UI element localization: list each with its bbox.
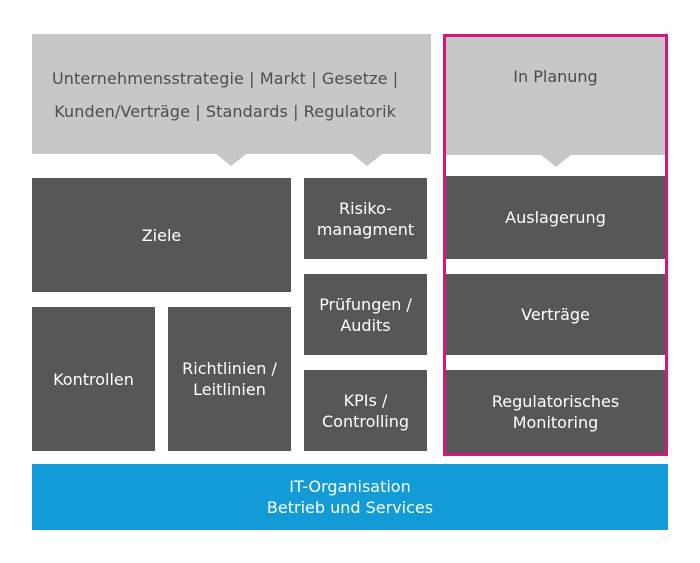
block-richtlinien-label: Richtlinien / Leitlinien	[182, 359, 277, 399]
block-kontrollen-label: Kontrollen	[53, 369, 134, 389]
block-kpis: KPIs / Controlling	[304, 370, 427, 451]
planning-item-auslagerung-label: Auslagerung	[505, 208, 606, 227]
block-ziele: Ziele	[32, 178, 291, 292]
block-richtlinien: Richtlinien / Leitlinien	[168, 307, 291, 451]
context-header-text: Unternehmensstrategie | Markt | Gesetze …	[52, 69, 399, 121]
it-organisation-line1: IT-Organisation	[289, 477, 411, 496]
it-organisation-line2: Betrieb und Services	[266, 498, 434, 517]
block-risikomanagement-label: Risiko- managment	[316, 198, 415, 239]
block-ziele-label: Ziele	[141, 225, 182, 245]
planning-item-auslagerung: Auslagerung	[446, 176, 665, 259]
planning-item-vertraege-label: Verträge	[521, 305, 590, 324]
planning-title: In Planung	[513, 67, 598, 86]
block-risikomanagement: Risiko- managment	[304, 178, 427, 259]
planning-item-vertraege: Verträge	[446, 274, 665, 355]
block-pruefungen: Prüfungen / Audits	[304, 274, 427, 355]
header-notch-left	[216, 154, 246, 166]
context-header-box: Unternehmensstrategie | Markt | Gesetze …	[32, 34, 431, 154]
block-kpis-label: KPIs / Controlling	[321, 390, 410, 431]
block-pruefungen-label: Prüfungen / Audits	[319, 294, 412, 335]
planning-header-box: In Planung	[446, 37, 665, 155]
it-organisation-bar: IT-Organisation Betrieb und Services	[32, 464, 668, 530]
planning-item-monitoring-label: Regulatorisches Monitoring	[491, 391, 620, 432]
header-notch-right	[352, 154, 382, 166]
planning-frame	[443, 34, 668, 456]
block-kontrollen: Kontrollen	[32, 307, 155, 451]
planning-notch	[541, 155, 571, 167]
planning-item-monitoring: Regulatorisches Monitoring	[446, 370, 665, 453]
